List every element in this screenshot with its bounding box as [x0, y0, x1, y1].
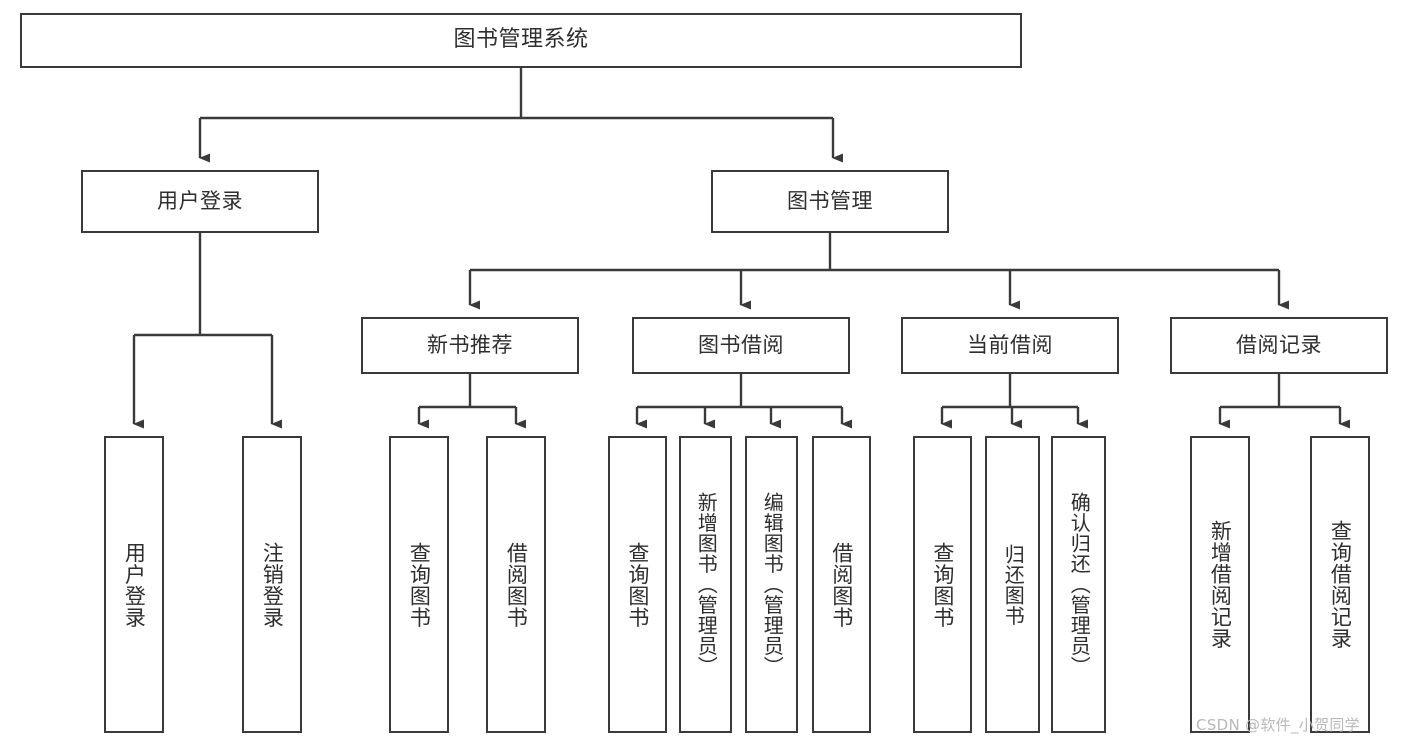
node-new-book-rec[interactable]: 新书推荐	[361, 317, 579, 374]
node-leaf-add-book[interactable]: 新增图书（管理员）	[679, 436, 732, 733]
node-leaf-query-book-2[interactable]: 查询图书	[608, 436, 667, 733]
node-leaf-return-book-label: 归还图书	[1001, 543, 1026, 626]
node-leaf-edit-book[interactable]: 编辑图书（管理员）	[745, 436, 798, 733]
node-leaf-query-record-label: 查询借阅记录	[1328, 520, 1353, 649]
node-leaf-query-book-1[interactable]: 查询图书	[389, 436, 449, 733]
node-leaf-add-book-label: 新增图书（管理员）	[694, 492, 719, 677]
node-root[interactable]: 图书管理系统	[20, 13, 1022, 68]
node-current-borrow[interactable]: 当前借阅	[901, 317, 1119, 374]
watermark: CSDN @软件_小贺同学	[1196, 716, 1360, 734]
node-leaf-query-book-1-label: 查询图书	[407, 541, 432, 628]
node-leaf-user-login-label: 用户登录	[122, 541, 147, 628]
node-leaf-query-record[interactable]: 查询借阅记录	[1310, 436, 1370, 733]
node-leaf-query-book-3[interactable]: 查询图书	[913, 436, 972, 733]
node-leaf-query-book-2-label: 查询图书	[625, 541, 650, 628]
node-leaf-logout-label: 注销登录	[260, 541, 285, 628]
node-leaf-logout[interactable]: 注销登录	[242, 436, 302, 733]
node-leaf-edit-book-label: 编辑图书（管理员）	[760, 492, 785, 677]
node-leaf-borrow-book-1[interactable]: 借阅图书	[486, 436, 546, 733]
node-borrow-record[interactable]: 借阅记录	[1170, 317, 1388, 374]
node-leaf-confirm-return-label: 确认归还（管理员）	[1067, 492, 1092, 677]
node-leaf-borrow-book-2[interactable]: 借阅图书	[812, 436, 871, 733]
node-user-login-label: 用户登录	[157, 188, 243, 213]
node-book-manage[interactable]: 图书管理	[711, 170, 949, 233]
node-leaf-query-book-3-label: 查询图书	[930, 541, 955, 628]
node-root-label: 图书管理系统	[453, 27, 589, 53]
node-leaf-confirm-return[interactable]: 确认归还（管理员）	[1051, 436, 1106, 733]
node-user-login[interactable]: 用户登录	[81, 170, 319, 233]
node-borrow-record-label: 借阅记录	[1236, 332, 1322, 357]
node-leaf-user-login[interactable]: 用户登录	[104, 436, 164, 733]
node-book-manage-label: 图书管理	[787, 188, 873, 213]
node-leaf-add-record[interactable]: 新增借阅记录	[1190, 436, 1250, 733]
node-current-borrow-label: 当前借阅	[967, 332, 1053, 357]
node-leaf-return-book[interactable]: 归还图书	[985, 436, 1040, 733]
node-book-borrow-label: 图书借阅	[698, 332, 784, 357]
node-leaf-add-record-label: 新增借阅记录	[1208, 520, 1233, 649]
node-book-borrow[interactable]: 图书借阅	[632, 317, 850, 374]
node-leaf-borrow-book-2-label: 借阅图书	[829, 541, 854, 628]
node-new-book-rec-label: 新书推荐	[427, 332, 513, 357]
node-leaf-borrow-book-1-label: 借阅图书	[504, 541, 529, 628]
